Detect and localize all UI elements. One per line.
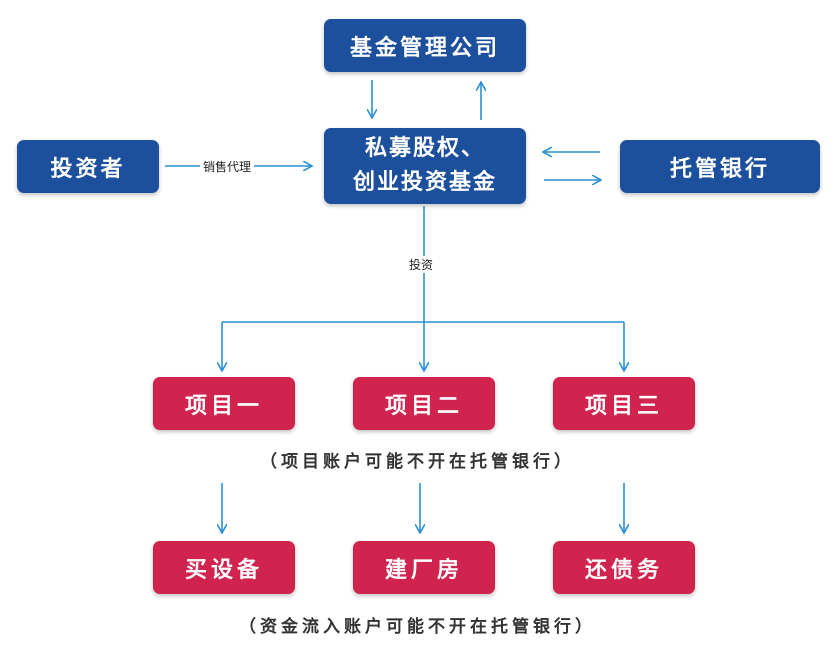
use2-node: 建厂房	[353, 541, 495, 594]
project1-label: 项目一	[184, 393, 263, 419]
project2-label: 项目二	[384, 393, 463, 419]
project1-node: 项目一	[153, 377, 295, 430]
use2-label: 建厂房	[384, 557, 463, 583]
project3-label: 项目三	[584, 393, 663, 419]
invest-label: 投资	[406, 256, 437, 273]
project3-node: 项目三	[553, 377, 695, 430]
fund-manager-label: 基金管理公司	[349, 35, 500, 61]
use3-label: 还债务	[584, 557, 663, 583]
use1-label: 买设备	[184, 557, 263, 583]
use1-node: 买设备	[153, 541, 295, 594]
fund-label-line2: 创业投资基金	[352, 170, 497, 195]
investor-label: 投资者	[50, 156, 126, 182]
sales-agent-label: 销售代理	[200, 158, 255, 175]
custodian-node: 托管银行	[620, 140, 820, 193]
project2-node: 项目二	[353, 377, 495, 430]
fund-manager-node: 基金管理公司	[324, 19, 526, 72]
fund-flow-note: （资金流入账户可能不开在托管银行）	[239, 617, 596, 637]
fund-label-line1: 私募股权、	[364, 136, 485, 161]
custodian-label: 托管银行	[669, 156, 770, 182]
project-accounts-note: （项目账户可能不开在托管银行）	[260, 452, 575, 472]
fund-node: 私募股权、 创业投资基金	[324, 128, 526, 204]
investor-node: 投资者	[17, 140, 159, 193]
use3-node: 还债务	[553, 541, 695, 594]
